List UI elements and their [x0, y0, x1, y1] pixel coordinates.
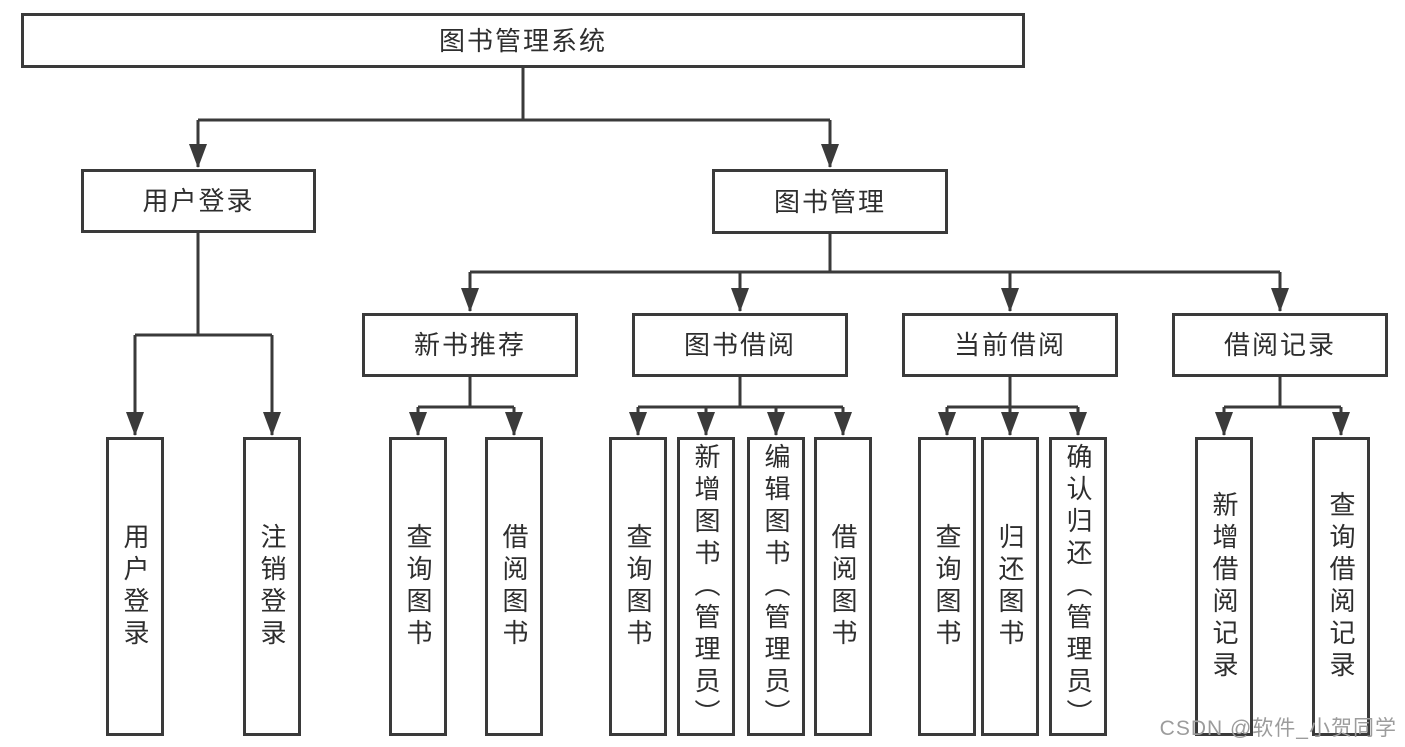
leaf-records-query-record: 查询借阅记录 — [1312, 437, 1370, 736]
connector-records-split — [1224, 377, 1341, 409]
connector-login-split — [135, 232, 272, 337]
node-current-borrow: 当前借阅 — [902, 313, 1118, 377]
connector-current-split — [947, 377, 1078, 409]
leaf-newbooks-borrow-books: 借阅图书 — [485, 437, 543, 736]
leaf-current-return-books: 归还图书 — [981, 437, 1039, 736]
connector-management-split — [470, 234, 1280, 274]
node-borrow-records: 借阅记录 — [1172, 313, 1388, 377]
leaf-newbooks-query-books: 查询图书 — [389, 437, 447, 736]
leaf-user-login: 用户登录 — [106, 437, 164, 736]
leaf-borrow-add-books-admin: 新增图书（管理员） — [677, 437, 735, 736]
leaf-records-add-record: 新增借阅记录 — [1195, 437, 1253, 736]
node-book-management: 图书管理 — [712, 169, 948, 234]
node-new-book-recommend: 新书推荐 — [362, 313, 578, 377]
node-user-login: 用户登录 — [81, 169, 316, 233]
leaf-logout: 注销登录 — [243, 437, 301, 736]
leaf-borrow-edit-books-admin: 编辑图书（管理员） — [747, 437, 805, 736]
leaf-current-confirm-return-admin: 确认归还（管理员） — [1049, 437, 1107, 736]
connector-borrow-split — [638, 377, 843, 409]
node-book-borrow: 图书借阅 — [632, 313, 848, 377]
connector-newbooks-split — [418, 377, 514, 409]
node-library-system: 图书管理系统 — [21, 13, 1025, 68]
connector-root-split — [198, 68, 830, 122]
leaf-current-query-books: 查询图书 — [918, 437, 976, 736]
watermark: CSDN @软件_小贺同学 — [1159, 717, 1397, 740]
leaf-borrow-query-books: 查询图书 — [609, 437, 667, 736]
leaf-borrow-borrow-books: 借阅图书 — [814, 437, 872, 736]
